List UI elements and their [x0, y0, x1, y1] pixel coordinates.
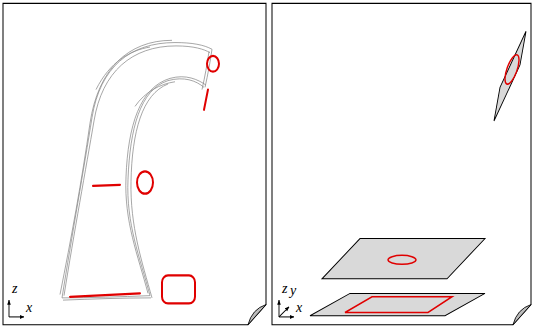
axes: [279, 300, 294, 317]
axis-label: x: [26, 301, 32, 315]
axis-label: z: [12, 282, 17, 296]
panel-border: [272, 3, 531, 324]
page-curl: [248, 305, 266, 325]
cross-sections: [70, 56, 219, 303]
planes: [310, 31, 526, 315]
axis-label: x: [296, 301, 302, 315]
page-curl: [513, 305, 531, 325]
axis-label: z: [282, 282, 287, 296]
axis-label: y: [290, 284, 296, 298]
panel-border: [3, 3, 266, 324]
plane-sections: [345, 53, 522, 313]
sketch-tube: [60, 40, 212, 300]
axes: [9, 300, 24, 317]
